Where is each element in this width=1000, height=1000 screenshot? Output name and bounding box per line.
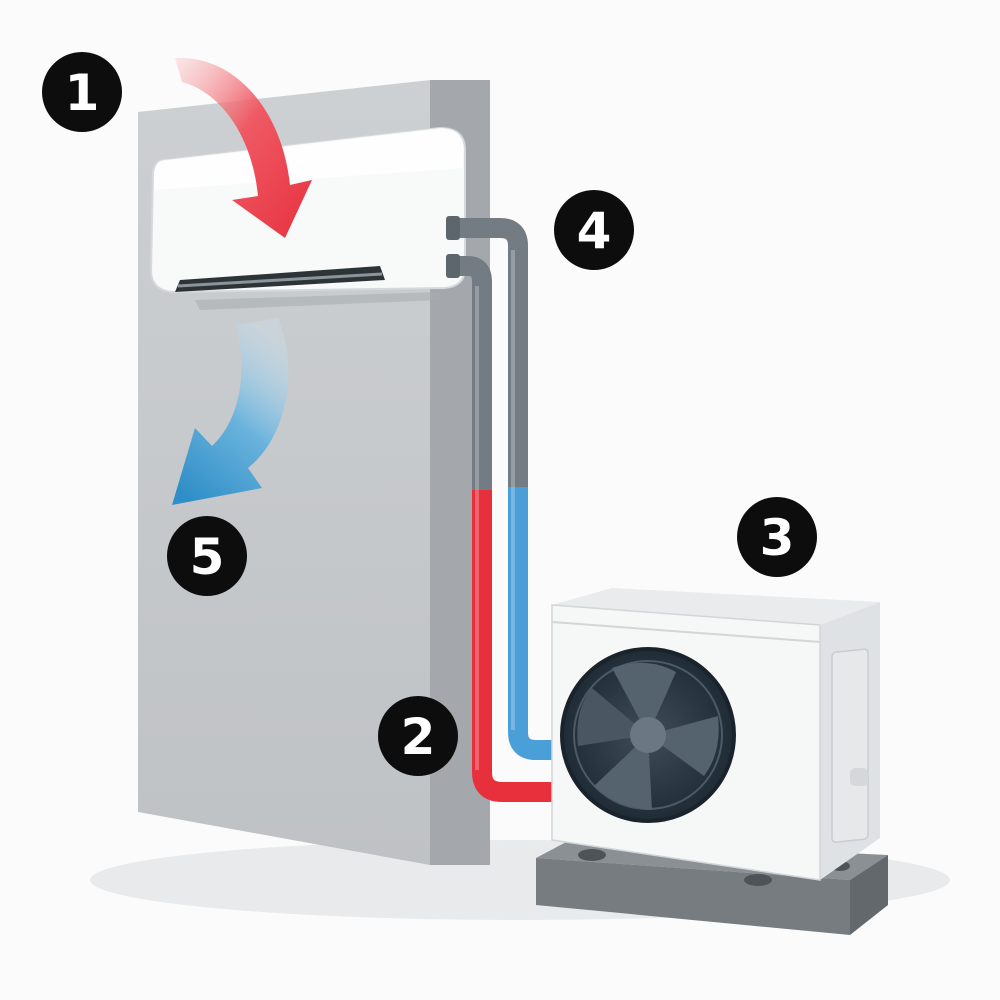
badge-2: 2 xyxy=(378,696,458,776)
fan-icon xyxy=(560,647,736,823)
base-front xyxy=(536,858,850,935)
outdoor-unit-top-edge xyxy=(551,621,821,643)
fan-hub xyxy=(630,717,666,753)
indoor-unit-shadow xyxy=(195,292,440,310)
pipe-hot-red xyxy=(472,490,552,802)
fan-blade-2 xyxy=(648,716,719,776)
outdoor-unit xyxy=(551,588,880,881)
foot-2 xyxy=(744,874,772,886)
indoor-unit-vent-lip xyxy=(177,272,383,288)
badge-4: 4 xyxy=(554,190,634,270)
cool-air-arrow-icon xyxy=(172,318,289,505)
pipe-hot-gray xyxy=(452,256,492,490)
outdoor-unit-top xyxy=(552,588,880,625)
foot-1 xyxy=(578,849,606,861)
pipe-cold-gray xyxy=(452,218,528,487)
indoor-unit-top-panel xyxy=(154,128,463,190)
badge-1-label: 1 xyxy=(65,64,100,122)
badge-2-label: 2 xyxy=(401,708,436,766)
badge-3: 3 xyxy=(737,497,817,577)
refrigerant-pipes xyxy=(446,216,556,802)
outdoor-unit-handle xyxy=(850,768,868,786)
outdoor-unit-side-panel xyxy=(831,648,869,843)
coupling-bottom xyxy=(446,254,460,278)
pipe-cold-blue xyxy=(508,487,556,760)
badge-5: 5 xyxy=(167,516,247,596)
badge-3-label: 3 xyxy=(760,509,795,567)
indoor-unit xyxy=(149,126,466,310)
fan-blade-4 xyxy=(577,688,648,746)
coupling-top xyxy=(446,216,460,240)
warm-air-arrow-icon xyxy=(175,57,312,239)
base-side xyxy=(850,855,888,935)
badge-1: 1 xyxy=(42,52,122,132)
badge-4-label: 4 xyxy=(577,202,612,260)
badge-5-label: 5 xyxy=(190,528,225,586)
fan-blade-3 xyxy=(594,735,652,810)
fan-blade-1 xyxy=(612,662,676,735)
